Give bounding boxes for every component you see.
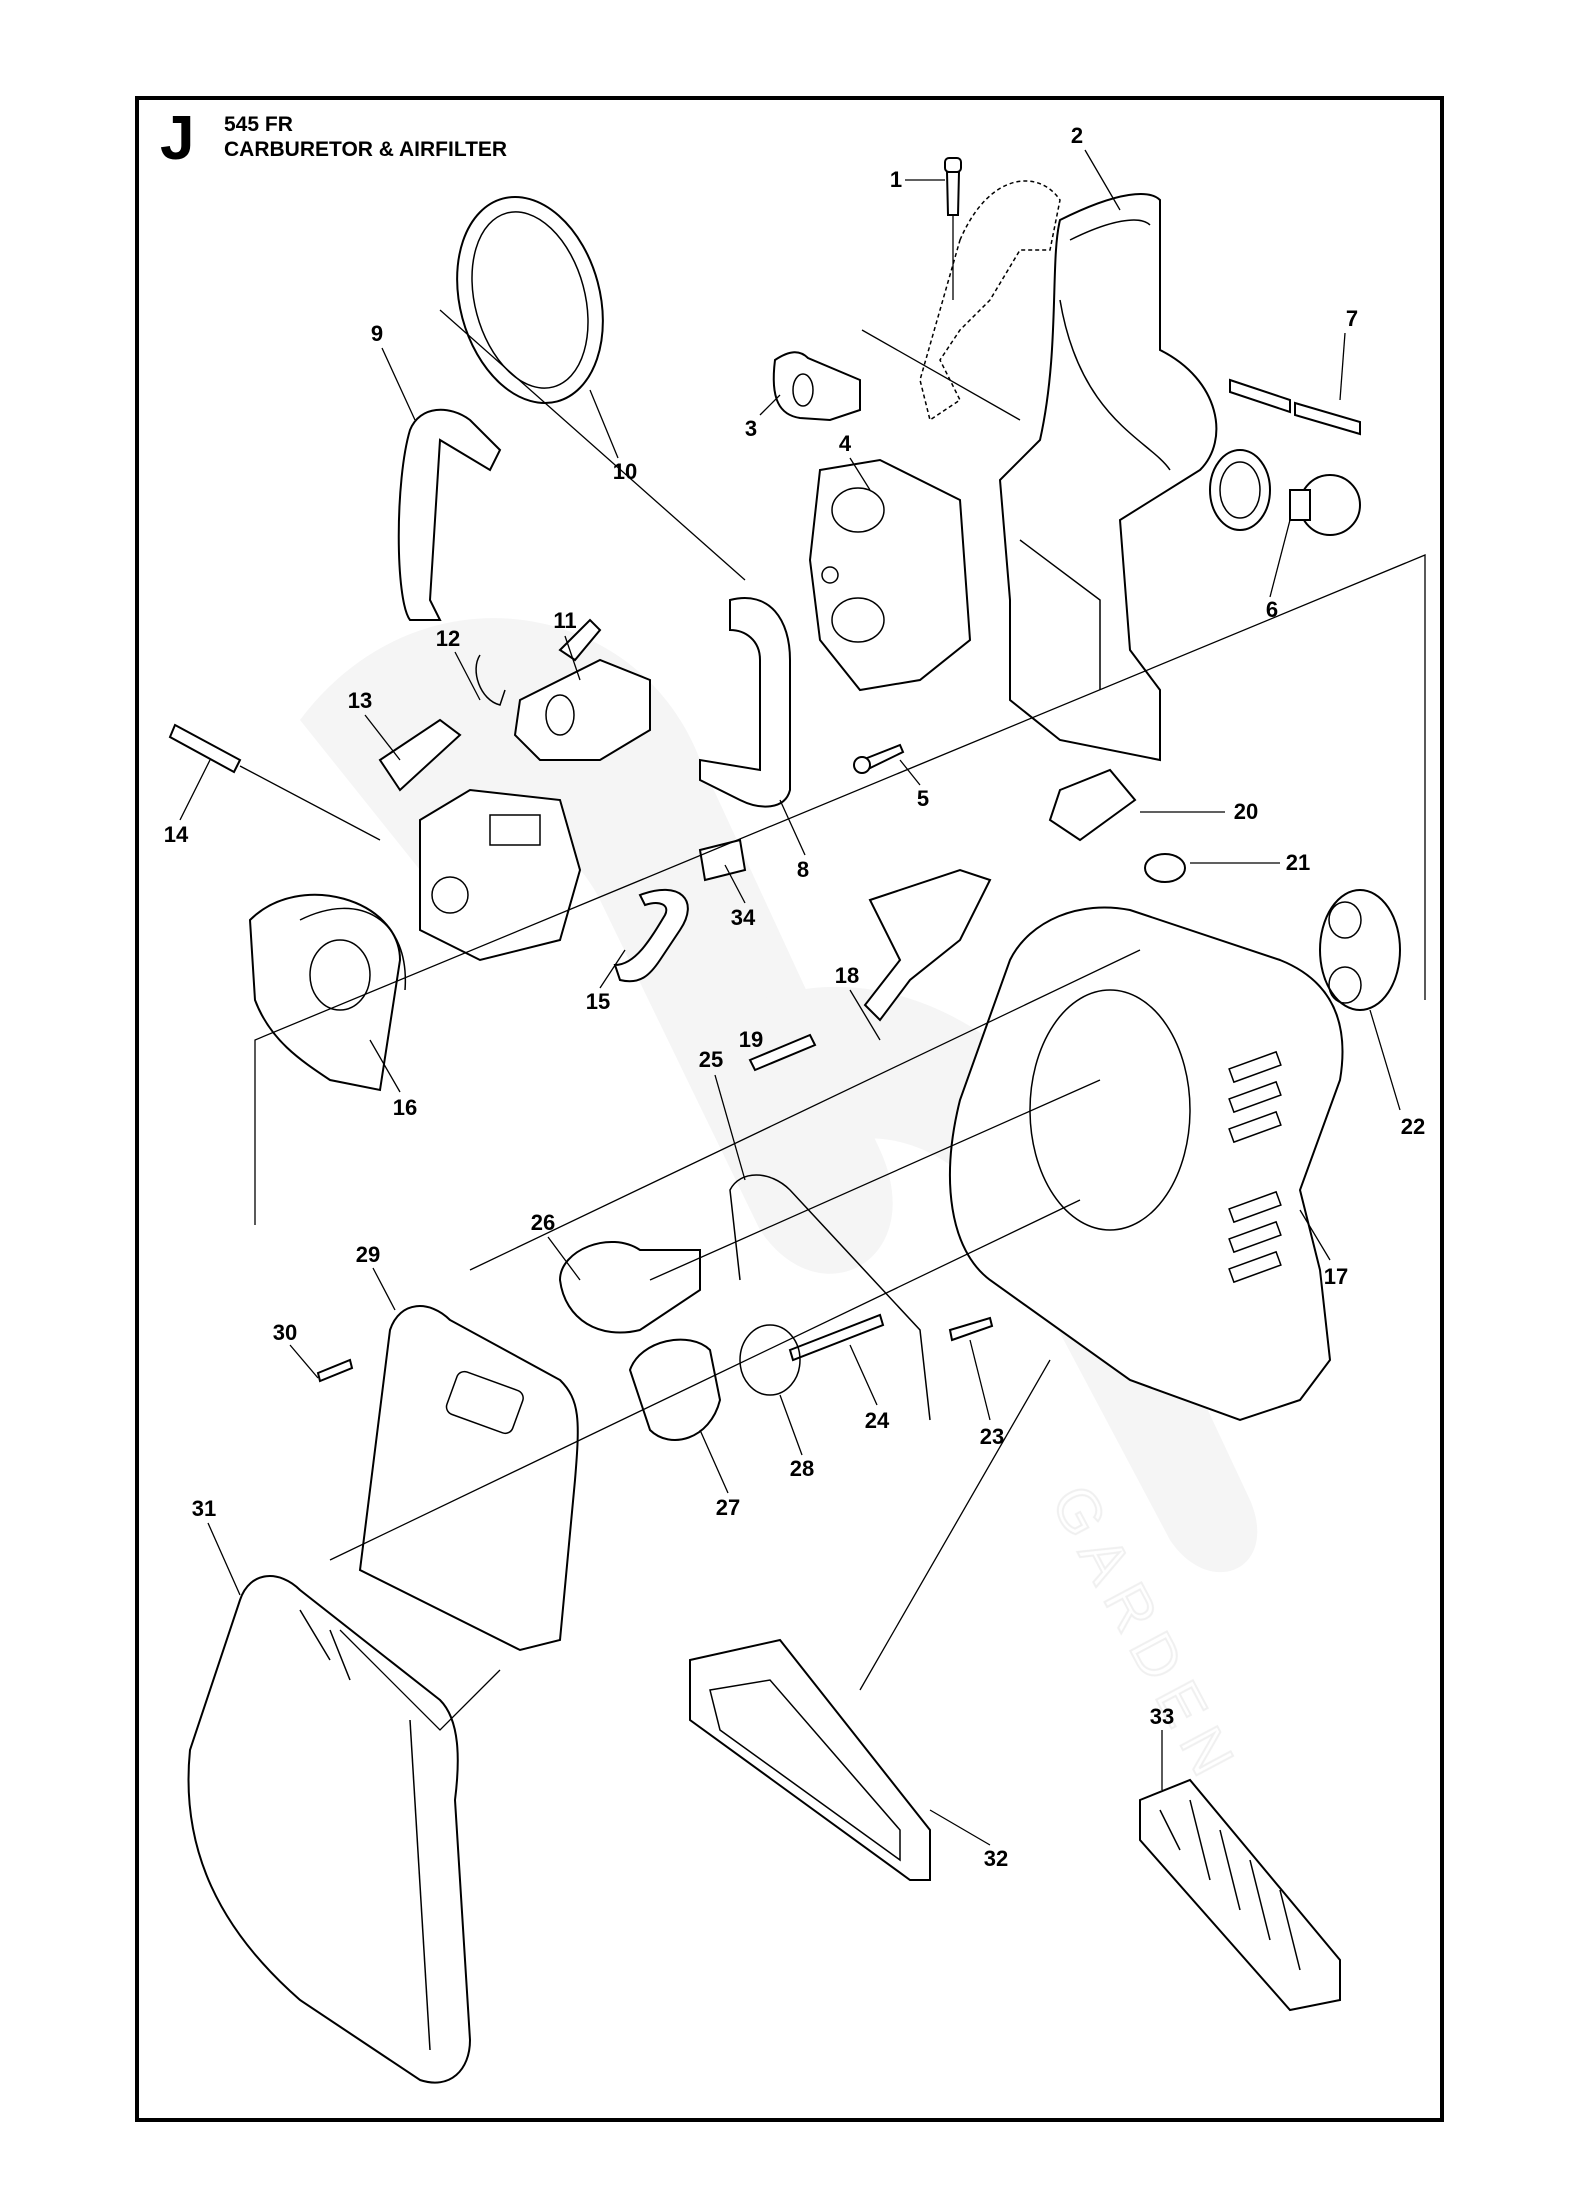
housing-vents	[1228, 1050, 1282, 1284]
part-5-screw	[853, 743, 905, 774]
part-10-ring-gasket	[456, 195, 604, 405]
callout-22: 22	[1400, 1114, 1426, 1139]
callout-19: 19	[738, 1027, 764, 1052]
model-name: 545 FR	[224, 113, 293, 136]
part-20-stop-button	[1048, 768, 1137, 842]
diagram-title: CARBURETOR & AIRFILTER	[224, 138, 508, 161]
callout-12: 12	[435, 626, 461, 651]
callout-27: 27	[715, 1495, 741, 1520]
callout-26: 26	[530, 1210, 556, 1235]
part-3-clip	[772, 351, 861, 422]
part-24-bolt	[788, 1313, 885, 1362]
callout-7: 7	[1345, 306, 1359, 331]
part-33-pre-filter	[1139, 1778, 1341, 2012]
callout-15: 15	[585, 989, 611, 1014]
callout-16: 16	[392, 1095, 418, 1120]
callout-21: 21	[1285, 850, 1311, 875]
part-32-air-filter	[689, 1638, 931, 1881]
part-23-screw	[948, 1316, 994, 1342]
part-6-primer-bulb	[1289, 474, 1361, 536]
part-15-fuel-hose	[613, 889, 689, 983]
part-28-o-ring	[739, 1324, 801, 1396]
callout-6: 6	[1265, 597, 1279, 622]
callout-13: 13	[347, 688, 373, 713]
part-4-intake-flange	[808, 458, 972, 692]
callout-3: 3	[744, 416, 758, 441]
callout-29: 29	[355, 1242, 381, 1267]
callout-25: 25	[698, 1047, 724, 1072]
callout-24: 24	[864, 1408, 890, 1433]
part-26-intake-bellows	[558, 1240, 701, 1334]
callout-34: 34	[730, 905, 756, 930]
callout-28: 28	[789, 1456, 815, 1481]
part-16-cover-plate	[248, 893, 406, 1092]
part-18-choke-lever	[863, 868, 992, 1022]
part-31-air-filter-cover	[187, 1575, 472, 2084]
callout-11: 11	[553, 608, 577, 633]
callout-33: 33	[1149, 1704, 1175, 1729]
part-27-intake-bellows	[628, 1338, 722, 1441]
part-9-bracket	[397, 408, 502, 621]
callout-1: 1	[889, 167, 903, 192]
part-21-grommet	[1144, 853, 1186, 883]
part-17-carb-housing	[949, 906, 1344, 1422]
callout-9: 9	[370, 321, 384, 346]
callout-14: 14	[163, 822, 189, 847]
part-12-spring-clip	[475, 654, 506, 706]
section-letter: J	[160, 104, 195, 173]
part-30-screw	[316, 1358, 354, 1383]
callout-4: 4	[838, 431, 852, 456]
callout-17: 17	[1323, 1264, 1349, 1289]
callout-8: 8	[796, 857, 810, 882]
diagram-frame	[135, 96, 1444, 2122]
part-7-pins	[1229, 378, 1361, 436]
callout-20: 20	[1233, 799, 1259, 824]
callout-5: 5	[916, 786, 930, 811]
callout-32: 32	[983, 1846, 1009, 1871]
callout-10: 10	[612, 459, 638, 484]
part-29-filter-plate	[358, 1305, 579, 1652]
part-1-screw	[919, 157, 1061, 422]
part-19-spring	[748, 1033, 817, 1072]
part-34-clip	[698, 838, 747, 882]
callout-2: 2	[1070, 123, 1084, 148]
part-2-handle-bracket	[998, 193, 1271, 762]
part-14-adjuster	[168, 723, 381, 841]
part-25-wire	[729, 1174, 931, 1421]
callout-18: 18	[834, 963, 860, 988]
part-13-carburetor	[378, 718, 582, 962]
part-8-bracket	[699, 597, 791, 808]
leader-lines	[179, 149, 1426, 1846]
callout-30: 30	[272, 1320, 298, 1345]
part-22-flange	[1319, 889, 1401, 1011]
callout-31: 31	[191, 1496, 217, 1521]
callout-23: 23	[979, 1424, 1005, 1449]
